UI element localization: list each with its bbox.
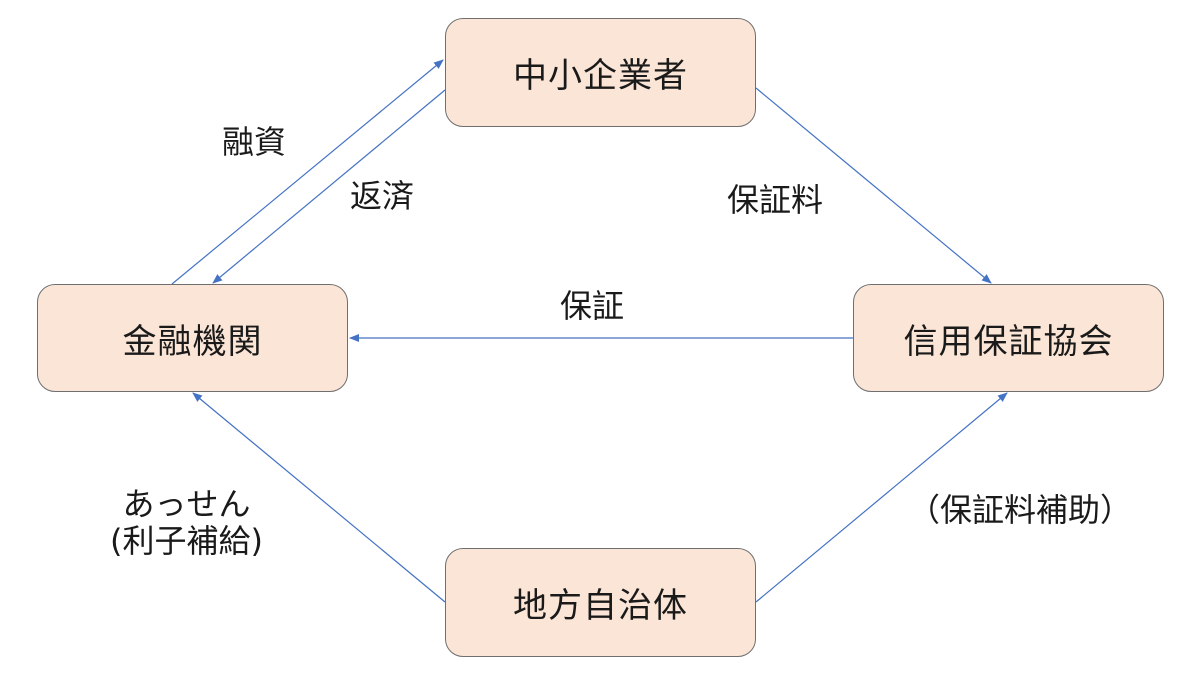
edge-label-mediation-line2: (利子補給) — [110, 521, 263, 560]
edge-label-fee-subsidy: （保証料補助） — [908, 491, 1133, 529]
edge-label-repayment: 返済 — [350, 177, 415, 215]
node-credit-guarantee-association: 信用保証協会 — [853, 284, 1164, 392]
node-credit-guarantee-association-label: 信用保証協会 — [903, 321, 1114, 362]
node-local-government: 地方自治体 — [445, 548, 756, 657]
node-financial-institution-label: 金融機関 — [122, 321, 263, 362]
node-sme-label: 中小企業者 — [513, 56, 688, 96]
edge-label-guarantee-fee: 保証料 — [727, 181, 824, 219]
arrow-repayment — [212, 89, 446, 284]
arrow-fee-subsidy — [755, 392, 1008, 603]
edge-label-mediation-line1: あっせん — [122, 485, 251, 523]
edge-label-guarantee: 保証 — [560, 287, 625, 325]
node-sme: 中小企業者 — [445, 18, 756, 127]
arrow-guarantee-fee — [755, 87, 992, 284]
node-local-government-label: 地方自治体 — [513, 586, 688, 626]
edge-label-loan: 融資 — [222, 123, 287, 161]
edge-label-mediation: あっせん (利子補給) — [110, 486, 263, 560]
arrow-loan — [171, 59, 444, 285]
node-financial-institution: 金融機関 — [37, 284, 348, 392]
arrow-mediation — [192, 392, 446, 603]
